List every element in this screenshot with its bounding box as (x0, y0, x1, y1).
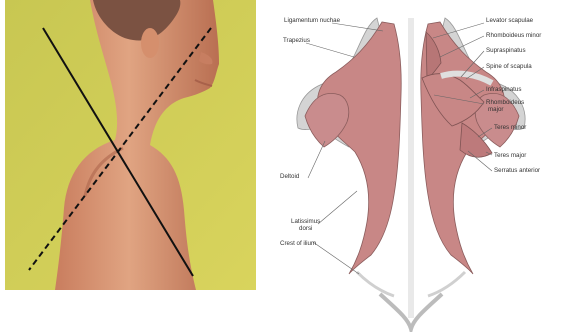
posture-photo (5, 0, 263, 290)
label-ligamentum-nuchae: Ligamentum nuchae (284, 17, 341, 24)
back-muscle-diagram: Ligamentum nuchae Trapezius Deltoid Lati… (256, 0, 568, 332)
label-supraspinatus: Supraspinatus (486, 47, 526, 54)
label-serratus-anterior: Serratus anterior (494, 167, 540, 174)
label-levator-scapulae: Levator scapulae (486, 17, 534, 24)
label-deltoid: Deltoid (280, 173, 300, 180)
label-spine-of-scapula: Spine of scapula (486, 63, 532, 70)
label-rhomboideus-major-line-1: Rhomboideus (486, 99, 524, 106)
label-latissimus-line-1: Latissimus (291, 218, 320, 225)
back-muscle-svg: Ligamentum nuchae Trapezius Deltoid Lati… (256, 0, 568, 332)
label-teres-minor: Teres minor (494, 124, 526, 131)
label-infraspinatus: Infraspinatus (486, 86, 521, 93)
label-teres-major: Teres major (494, 152, 526, 159)
label-crest-of-ilium: Crest of ilium (280, 240, 316, 247)
label-latissimus-line-2: dorsi (299, 225, 312, 232)
posture-photo-svg (5, 0, 263, 290)
label-trapezius: Trapezius (283, 37, 310, 44)
label-rhomboideus-major-line-2: major (488, 106, 503, 113)
ear (141, 28, 159, 58)
label-rhomboideus-minor: Rhomboideus minor (486, 32, 541, 39)
